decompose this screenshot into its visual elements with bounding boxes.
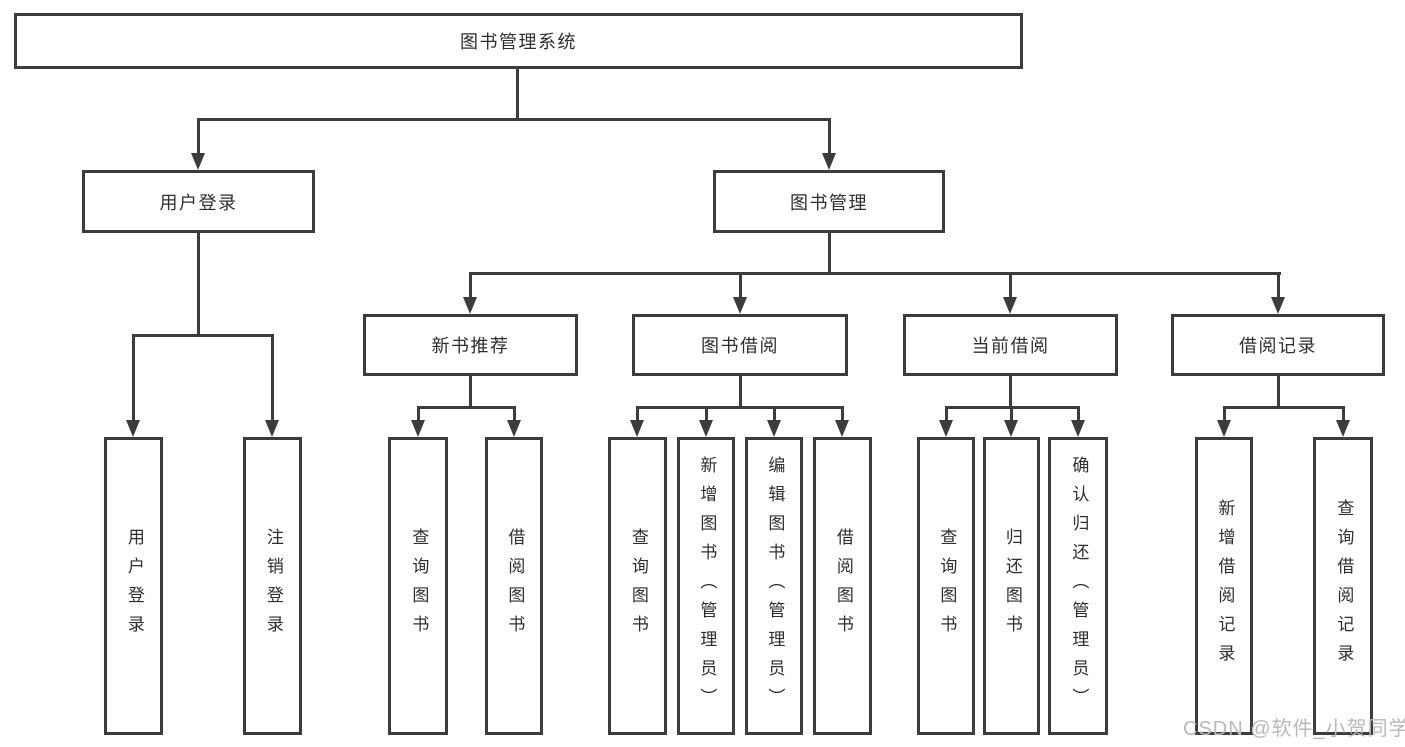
leaf-nb-query-books: 查询图书 <box>388 437 448 735</box>
connector-line <box>828 118 831 154</box>
connector-line <box>739 272 742 298</box>
node-book-borrow-label: 图书借阅 <box>701 336 779 356</box>
leaf-br-query-record-label: 查询借阅记录 <box>1334 499 1354 673</box>
leaf-cb-query-books-label: 查询图书 <box>937 528 957 644</box>
connector-line <box>773 406 776 422</box>
node-user-login: 用户登录 <box>82 170 315 233</box>
connector-line <box>1277 376 1280 409</box>
leaf-user-login: 用户登录 <box>104 437 163 735</box>
node-root: 图书管理系统 <box>14 13 1023 69</box>
leaf-br-add-record-label: 新增借阅记录 <box>1215 499 1235 673</box>
arrow-down-icon <box>822 153 836 170</box>
arrow-down-icon <box>1217 420 1231 437</box>
connector-split <box>417 406 516 409</box>
leaf-bb-borrow-books: 借阅图书 <box>813 437 872 735</box>
arrow-down-icon <box>507 420 521 437</box>
node-current-borrow: 当前借阅 <box>903 314 1118 376</box>
node-new-book-recommend: 新书推荐 <box>363 314 578 376</box>
connector-line <box>271 334 274 421</box>
leaf-cb-confirm-return-admin: 确认归还（管理员） <box>1048 437 1108 735</box>
connector-split <box>1223 406 1345 409</box>
arrow-down-icon <box>767 420 781 437</box>
connector-line <box>197 233 200 337</box>
leaf-logout-label: 注销登录 <box>263 528 283 644</box>
connector-line <box>417 406 420 422</box>
leaf-user-login-label: 用户登录 <box>124 528 144 644</box>
watermark: CSDN @软件_小贺同学 <box>1183 718 1405 740</box>
node-borrow-records-label: 借阅记录 <box>1239 336 1317 356</box>
arrow-down-icon <box>1003 297 1017 314</box>
arrow-down-icon <box>630 420 644 437</box>
connector-root-split <box>197 118 831 121</box>
arrow-down-icon <box>699 420 713 437</box>
leaf-bb-edit-books-admin-label: 编辑图书（管理员） <box>765 455 785 717</box>
leaf-cb-return-books-label: 归还图书 <box>1002 528 1022 644</box>
arrow-down-icon <box>835 420 849 437</box>
arrow-down-icon <box>126 420 140 437</box>
leaf-br-query-record: 查询借阅记录 <box>1313 437 1373 735</box>
node-book-management: 图书管理 <box>713 170 945 233</box>
connector-line <box>469 376 472 409</box>
connector-root-stem <box>516 69 519 121</box>
connector-line <box>1010 406 1013 422</box>
connector-line <box>469 272 472 298</box>
connector-line <box>1009 272 1012 298</box>
connector-line <box>828 233 831 275</box>
leaf-nb-borrow-books-label: 借阅图书 <box>505 528 525 644</box>
connector-split <box>469 272 1281 275</box>
connector-line <box>513 406 516 422</box>
arrow-down-icon <box>411 420 425 437</box>
connector-split <box>132 334 274 337</box>
arrow-down-icon <box>733 297 747 314</box>
arrow-down-icon <box>1004 420 1018 437</box>
leaf-bb-edit-books-admin: 编辑图书（管理员） <box>745 437 803 735</box>
leaf-cb-confirm-return-admin-label: 确认归还（管理员） <box>1069 455 1089 717</box>
leaf-bb-query-books: 查询图书 <box>608 437 667 735</box>
arrow-down-icon <box>1336 420 1350 437</box>
arrow-down-icon <box>463 297 477 314</box>
leaf-nb-query-books-label: 查询图书 <box>409 528 429 644</box>
connector-line <box>705 406 708 422</box>
arrow-down-icon <box>1071 420 1085 437</box>
connector-line <box>1077 406 1080 422</box>
arrow-down-icon <box>1271 297 1285 314</box>
arrow-down-icon <box>191 153 205 170</box>
connector-line <box>739 376 742 409</box>
connector-line <box>636 406 639 422</box>
connector-split <box>636 406 844 409</box>
leaf-br-add-record: 新增借阅记录 <box>1195 437 1253 735</box>
node-current-borrow-label: 当前借阅 <box>971 336 1050 356</box>
node-user-login-label: 用户登录 <box>159 192 238 213</box>
node-book-management-label: 图书管理 <box>790 192 868 213</box>
arrow-down-icon <box>939 420 953 437</box>
leaf-nb-borrow-books: 借阅图书 <box>485 437 543 735</box>
leaf-cb-return-books: 归还图书 <box>983 437 1040 735</box>
arrow-down-icon <box>265 420 279 437</box>
node-root-label: 图书管理系统 <box>460 32 577 52</box>
connector-line <box>197 118 200 154</box>
leaf-logout: 注销登录 <box>243 437 302 735</box>
connector-line <box>132 334 135 421</box>
leaf-bb-query-books-label: 查询图书 <box>628 528 648 644</box>
node-book-borrow: 图书借阅 <box>632 314 848 376</box>
connector-line <box>945 406 948 422</box>
leaf-bb-borrow-books-label: 借阅图书 <box>833 528 853 644</box>
node-new-book-recommend-label: 新书推荐 <box>431 336 510 356</box>
connector-line <box>1342 406 1345 422</box>
node-borrow-records: 借阅记录 <box>1171 314 1385 376</box>
connector-line <box>1277 272 1280 298</box>
leaf-cb-query-books: 查询图书 <box>917 437 975 735</box>
leaf-bb-add-books-admin-label: 新增图书（管理员） <box>697 455 717 717</box>
connector-line <box>1009 376 1012 409</box>
connector-line <box>841 406 844 422</box>
leaf-bb-add-books-admin: 新增图书（管理员） <box>677 437 735 735</box>
connector-line <box>1223 406 1226 422</box>
